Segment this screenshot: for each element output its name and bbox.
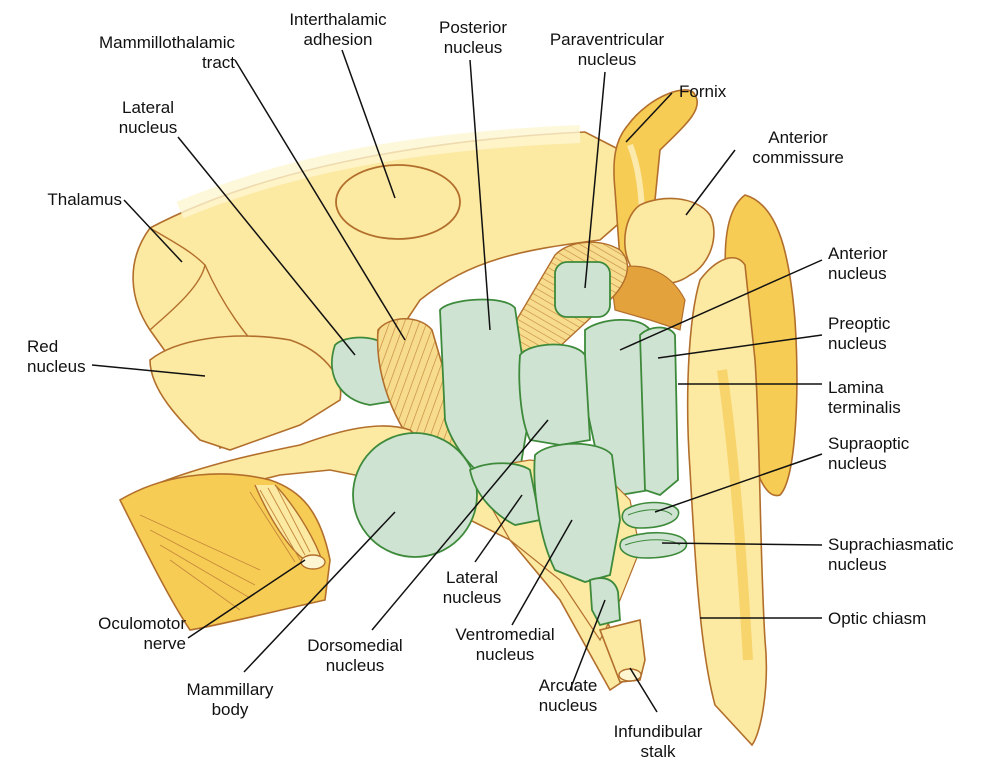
label-lateral-nucleus-top: Lateral nucleus bbox=[98, 98, 198, 138]
label-optic-chiasm: Optic chiasm bbox=[828, 609, 926, 629]
label-posterior-nucleus: Posterior nucleus bbox=[428, 18, 518, 58]
interthalamic-adhesion-shape bbox=[336, 165, 460, 239]
label-lamina-terminalis: Lamina terminalis bbox=[828, 378, 901, 418]
preoptic-nucleus-shape bbox=[640, 328, 678, 496]
label-mammillary-body: Mammillary body bbox=[168, 680, 292, 720]
label-paraventricular-nucleus: Paraventricular nucleus bbox=[534, 30, 680, 70]
label-dorsomedial-nucleus: Dorsomedial nucleus bbox=[285, 636, 425, 676]
label-thalamus: Thalamus bbox=[20, 190, 122, 210]
label-arcuate-nucleus: Arcuate nucleus bbox=[512, 676, 624, 716]
label-red-nucleus: Red nucleus bbox=[27, 337, 86, 377]
label-interthalamic-adhesion: Interthalamic adhesion bbox=[283, 10, 393, 50]
label-ventromedial-nucleus: Ventromedial nucleus bbox=[430, 625, 580, 665]
label-suprachiasmatic-nucleus: Suprachiasmatic nucleus bbox=[828, 535, 954, 575]
paraventricular-nucleus-shape bbox=[555, 262, 610, 317]
label-mammillothalamic-tract: Mammillothalamic tract bbox=[55, 33, 235, 73]
label-fornix: Fornix bbox=[679, 82, 726, 102]
label-preoptic-nucleus: Preoptic nucleus bbox=[828, 314, 890, 354]
label-supraoptic-nucleus: Supraoptic nucleus bbox=[828, 434, 909, 474]
label-infundibular-stalk: Infundibular stalk bbox=[596, 722, 720, 762]
label-oculomotor-nerve: Oculomotor nerve bbox=[50, 614, 186, 654]
label-lateral-nucleus-bottom: Lateral nucleus bbox=[422, 568, 522, 608]
suprachiasmatic-nucleus-shape bbox=[620, 533, 686, 558]
label-anterior-commissure: Anterior commissure bbox=[740, 128, 856, 168]
mammillary-body-shape bbox=[353, 433, 477, 557]
label-anterior-nucleus: Anterior nucleus bbox=[828, 244, 888, 284]
red-nucleus-shape bbox=[150, 336, 341, 450]
